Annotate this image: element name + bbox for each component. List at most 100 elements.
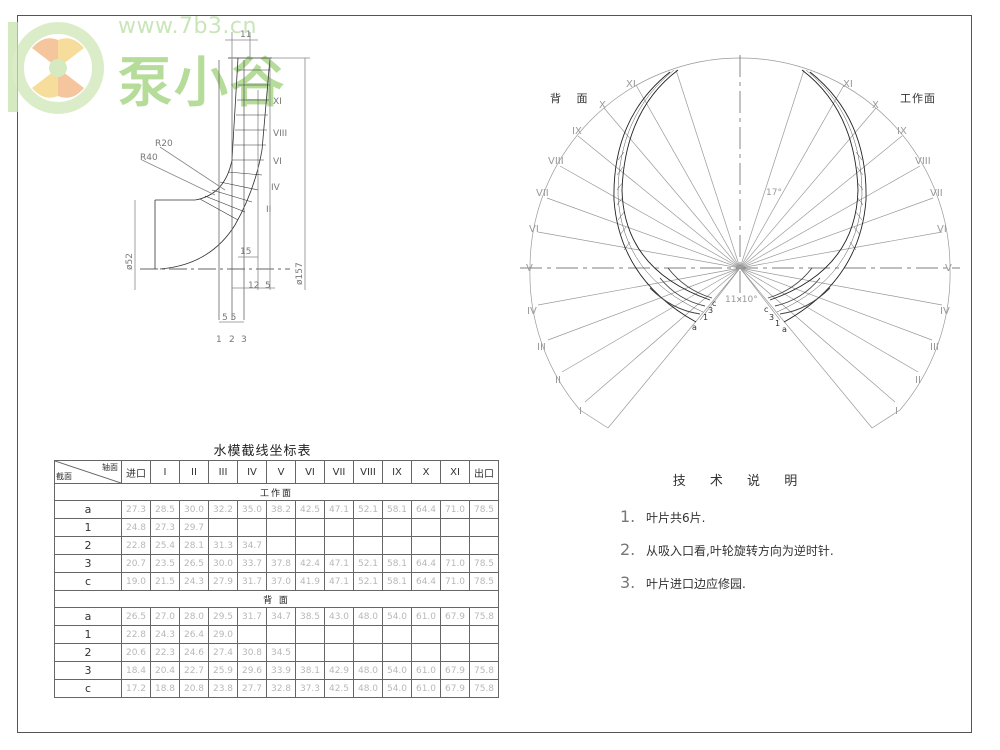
table-cell: 24.8 bbox=[121, 518, 151, 537]
r40-label: R40 bbox=[140, 153, 158, 163]
table-cell bbox=[266, 518, 296, 537]
streamline-tag: 3 bbox=[769, 313, 774, 322]
roman-label: IV bbox=[271, 183, 281, 193]
table-cell: 52.1 bbox=[353, 500, 383, 519]
roman-left: VI bbox=[529, 224, 539, 235]
table-cell bbox=[469, 536, 499, 555]
table-cell: 41.9 bbox=[295, 572, 325, 591]
row-label: a bbox=[54, 607, 122, 626]
table-cell: 25.4 bbox=[150, 536, 180, 555]
table-cell: 28.1 bbox=[179, 536, 209, 555]
dia52-label: ø52 bbox=[125, 253, 135, 270]
table-title: 水模截线坐标表 bbox=[213, 444, 312, 459]
table-cell: 71.0 bbox=[440, 500, 470, 519]
roman-left: VIII bbox=[548, 156, 564, 167]
roman-left: I bbox=[579, 406, 582, 417]
row-label: 3 bbox=[54, 554, 122, 573]
table-cell: 64.4 bbox=[411, 500, 441, 519]
table-cell: 71.0 bbox=[440, 572, 470, 591]
table-cell: 26.5 bbox=[179, 554, 209, 573]
table-cell: 78.5 bbox=[469, 572, 499, 591]
table-cell: 21.5 bbox=[150, 572, 180, 591]
corner-cell: 轴面截面 bbox=[54, 460, 122, 484]
table-cell: 47.1 bbox=[324, 572, 354, 591]
table-cell bbox=[237, 625, 267, 644]
table-cell: 24.3 bbox=[179, 572, 209, 591]
table-cell: 78.5 bbox=[469, 500, 499, 519]
table-cell: 42.5 bbox=[295, 500, 325, 519]
roman-right: IV bbox=[940, 306, 950, 317]
table-cell bbox=[324, 625, 354, 644]
table-cell: 30.0 bbox=[179, 500, 209, 519]
table-cell: 75.8 bbox=[469, 661, 499, 680]
table-cell: 42.4 bbox=[295, 554, 325, 573]
table-cell: 37.0 bbox=[266, 572, 296, 591]
table-cell: 48.0 bbox=[353, 607, 383, 626]
table-cell: 35.0 bbox=[237, 500, 267, 519]
row-label: 2 bbox=[54, 536, 122, 555]
dim55-label: 5 5 bbox=[222, 313, 236, 323]
table-cell: 31.7 bbox=[237, 572, 267, 591]
table-cell: 31.3 bbox=[208, 536, 238, 555]
table-cell bbox=[411, 643, 441, 662]
table-cell: 78.5 bbox=[469, 554, 499, 573]
plan-view-labels: XI X IX VIII VII VI V IV III II I XI X I… bbox=[526, 79, 952, 417]
note-text: 叶片共6片. bbox=[646, 511, 706, 525]
column-header: VIII bbox=[353, 460, 383, 484]
roman-left: XI bbox=[626, 79, 636, 90]
table-cell: 58.1 bbox=[382, 554, 412, 573]
table-cell: 61.0 bbox=[411, 679, 441, 698]
section-header: 工作面 bbox=[54, 483, 499, 501]
table-cell: 34.7 bbox=[266, 607, 296, 626]
corner-top-label: 轴面 bbox=[102, 463, 118, 472]
roman-right: IX bbox=[897, 126, 907, 137]
table-cell: 75.8 bbox=[469, 607, 499, 626]
table-cell: 22.3 bbox=[150, 643, 180, 662]
streamline-tags: c 3 1 a c 3 1 a bbox=[692, 299, 787, 334]
table-cell: 29.7 bbox=[179, 518, 209, 537]
table-cell bbox=[295, 518, 325, 537]
table-cell: 23.5 bbox=[150, 554, 180, 573]
table-cell: 22.8 bbox=[121, 536, 151, 555]
roman-right: II bbox=[915, 375, 921, 386]
table-cell: 22.7 bbox=[179, 661, 209, 680]
table-cell: 54.0 bbox=[382, 679, 412, 698]
table-cell: 38.5 bbox=[295, 607, 325, 626]
note-number: 1. bbox=[620, 507, 636, 526]
note-text: 从吸入口看,叶轮旋转方向为逆时针. bbox=[646, 544, 834, 558]
table-cell: 30.8 bbox=[237, 643, 267, 662]
row-label: 1 bbox=[54, 625, 122, 644]
table-cell: 33.7 bbox=[237, 554, 267, 573]
table-cell: 34.7 bbox=[237, 536, 267, 555]
column-header: 进口 bbox=[121, 460, 151, 484]
roman-right: I bbox=[895, 406, 898, 417]
table-cell bbox=[295, 625, 325, 644]
table-cell bbox=[353, 536, 383, 555]
table-cell: 54.0 bbox=[382, 661, 412, 680]
table-cell: 34.5 bbox=[266, 643, 296, 662]
table-cell: 23.8 bbox=[208, 679, 238, 698]
row-label: 3 bbox=[54, 661, 122, 680]
table-cell: 43.0 bbox=[324, 607, 354, 626]
row-label: c bbox=[54, 572, 122, 591]
dim15-label: 15 bbox=[240, 247, 251, 257]
table-cell: 67.9 bbox=[440, 661, 470, 680]
note-item: 1. 叶片共6片. bbox=[620, 507, 920, 526]
watermark-name: 泵小谷 bbox=[118, 51, 286, 114]
center-angle-label: 11x10° bbox=[725, 295, 758, 305]
table-cell: 61.0 bbox=[411, 607, 441, 626]
table-cell bbox=[237, 518, 267, 537]
angle-label: 17° bbox=[766, 188, 782, 198]
table-cell bbox=[353, 518, 383, 537]
table-cell: 47.1 bbox=[324, 554, 354, 573]
note-text: 叶片进口边应修园. bbox=[646, 577, 746, 591]
